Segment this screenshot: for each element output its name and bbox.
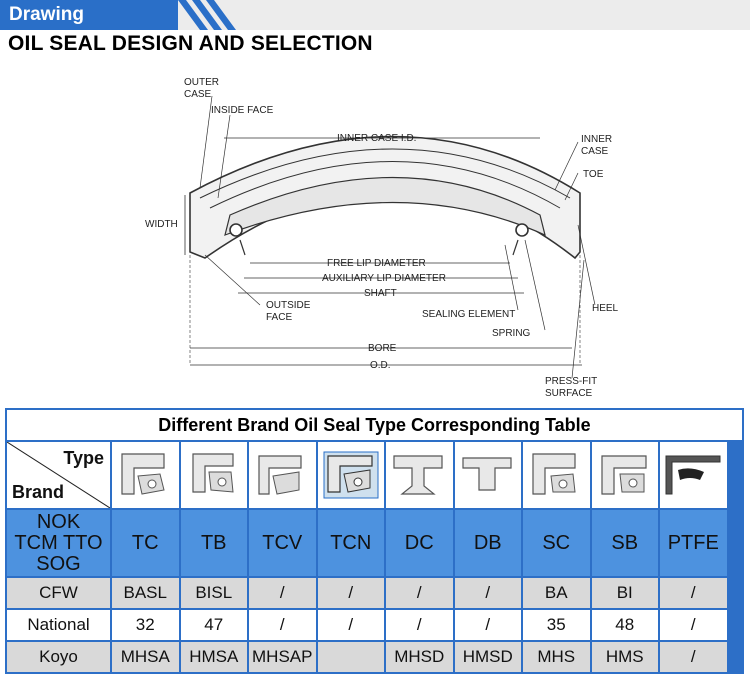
brand-cell: CFW xyxy=(7,578,110,608)
table-cell: PTFE xyxy=(660,510,727,576)
table-cell: MHSAP xyxy=(249,642,316,672)
table-cell: / xyxy=(660,610,727,640)
label-toe: TOE xyxy=(583,169,604,180)
table-cell: / xyxy=(386,578,453,608)
table-cell xyxy=(317,642,384,672)
table-cell: MHSD xyxy=(386,642,453,672)
seal-profile-tcn-icon xyxy=(317,442,384,508)
label-sealing-element: SEALING ELEMENT xyxy=(422,309,515,320)
table-cell: DB xyxy=(454,510,521,576)
label-inside-face: INSIDE FACE xyxy=(211,105,274,116)
label-inner-case-id: INNER CASE I.D. xyxy=(337,133,416,144)
brand-cell: National xyxy=(7,610,110,640)
table-cell: HMSD xyxy=(454,642,521,672)
seal-profile-sc-icon xyxy=(523,442,590,508)
table-cell: / xyxy=(454,578,521,608)
table-cell: HMS xyxy=(591,642,658,672)
table-cell: TB xyxy=(180,510,247,576)
table-cell: MHS xyxy=(523,642,590,672)
seal-profile-tcv-icon xyxy=(249,442,316,508)
table-cell: 32 xyxy=(112,610,179,640)
table-cell: HMSA xyxy=(180,642,247,672)
table-title: Different Brand Oil Seal Type Correspond… xyxy=(7,410,742,440)
table-cell: / xyxy=(386,610,453,640)
table-cell: SC xyxy=(523,510,590,576)
top-bar: Drawing xyxy=(0,0,750,30)
label-spring: SPRING xyxy=(492,328,531,339)
seal-profile-tc-icon xyxy=(112,442,179,508)
table-cell: TCN xyxy=(317,510,384,576)
seal-profile-tb-icon xyxy=(180,442,247,508)
table-cell: TCV xyxy=(249,510,316,576)
corner-brand-label: Brand xyxy=(12,482,65,502)
table-cell: BISL xyxy=(180,578,247,608)
seal-profile-db-icon xyxy=(454,442,521,508)
label-free-lip-diameter: FREE LIP DIAMETER xyxy=(327,258,426,269)
label-width: WIDTH xyxy=(145,219,178,230)
table-cell: 47 xyxy=(180,610,247,640)
table-cell: DC xyxy=(386,510,453,576)
corner-type-label: Type xyxy=(63,448,104,468)
table-cell: / xyxy=(454,610,521,640)
table-cell: MHSA xyxy=(112,642,179,672)
label-shaft: SHAFT xyxy=(364,288,397,299)
table-cell: / xyxy=(660,642,727,672)
table-cell: / xyxy=(249,578,316,608)
seal-profile-sb-icon xyxy=(591,442,658,508)
drawing-tab: Drawing xyxy=(0,0,178,30)
table-cell: 35 xyxy=(523,610,590,640)
seal-profile-dc-icon xyxy=(386,442,453,508)
brand-cell: NOK TCM TTO SOG xyxy=(7,510,110,576)
table-cell: BA xyxy=(523,578,590,608)
table-cell: SB xyxy=(591,510,658,576)
page-title: OIL SEAL DESIGN AND SELECTION xyxy=(8,32,373,55)
table-cell: / xyxy=(660,578,727,608)
label-auxiliary-lip-diameter: AUXILIARY LIP DIAMETER xyxy=(322,273,446,284)
table-cell: TC xyxy=(112,510,179,576)
table-cell: BI xyxy=(591,578,658,608)
label-bore: BORE xyxy=(368,343,397,354)
table-cell: BASL xyxy=(112,578,179,608)
brand-cell: Koyo xyxy=(7,642,110,672)
table-cell: / xyxy=(317,610,384,640)
table-cell: 48 xyxy=(591,610,658,640)
brand-type-table: Different Brand Oil Seal Type Correspond… xyxy=(5,408,744,674)
label-heel: HEEL xyxy=(592,303,619,314)
seal-profile-ptfe-icon xyxy=(660,442,727,508)
table-cell: / xyxy=(249,610,316,640)
table-cell: / xyxy=(317,578,384,608)
stripes-decoration xyxy=(178,0,236,30)
label-od: O.D. xyxy=(370,360,391,371)
